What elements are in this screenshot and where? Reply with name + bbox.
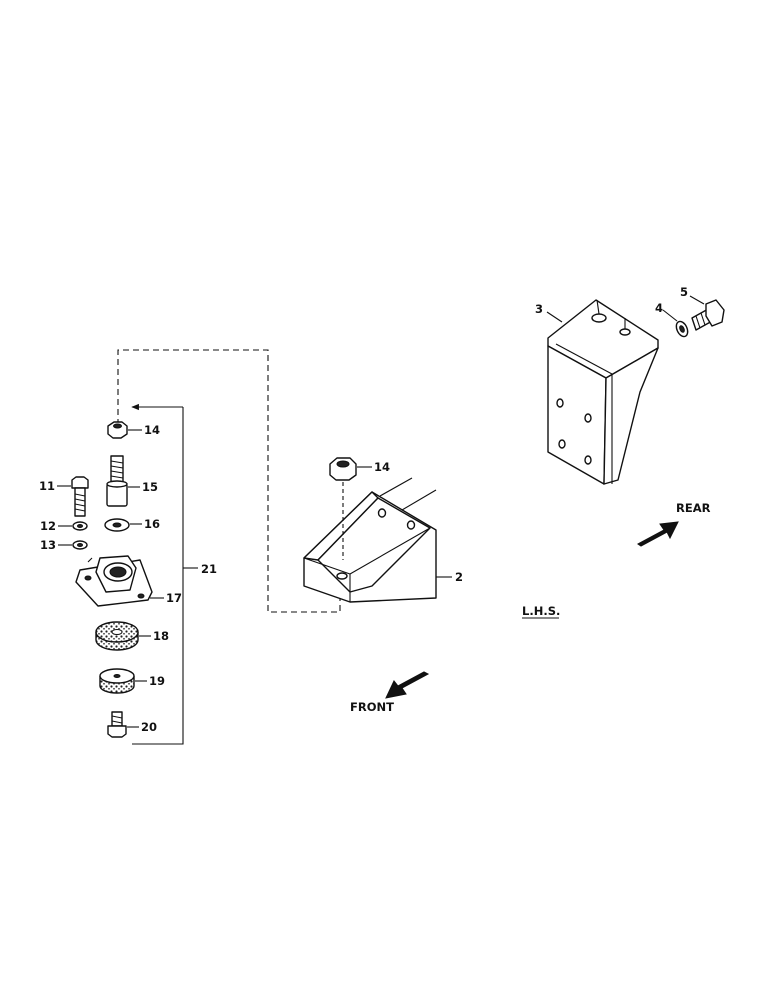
assembly-bracket-21: [131, 403, 198, 745]
rubber-mount-18: [95, 621, 139, 651]
bracket-3: [547, 299, 659, 485]
label-part-18: 18: [153, 629, 169, 643]
label-part-16: 16: [144, 517, 160, 531]
stud-15: [106, 455, 128, 507]
nut-14-right: [329, 457, 357, 481]
label-part-13: 13: [40, 538, 56, 552]
nut-14-left: [107, 421, 128, 439]
label-part-3: 3: [535, 302, 543, 316]
front-direction-label: FRONT: [350, 700, 394, 714]
label-part-5: 5: [680, 285, 688, 299]
bracket-2: [303, 477, 437, 603]
label-part-15: 15: [142, 480, 158, 494]
label-part-12: 12: [40, 519, 56, 533]
label-part-14-left: 14: [144, 423, 160, 437]
side-label: L.H.S.: [522, 604, 560, 618]
rear-arrow-icon: [637, 521, 679, 547]
label-part-2: 2: [455, 570, 463, 584]
rear-direction-label: REAR: [676, 501, 711, 515]
bolt-20: [107, 711, 127, 738]
label-part-14-right: 14: [374, 460, 390, 474]
label-part-11: 11: [39, 479, 55, 493]
washer-12: [72, 521, 88, 531]
bolt-11: [71, 476, 89, 517]
label-part-17: 17: [166, 591, 182, 605]
washer-13: [72, 540, 88, 550]
label-part-21: 21: [201, 562, 217, 576]
washer-16: [104, 518, 130, 532]
washer-4: [675, 320, 689, 338]
front-arrow-icon: [385, 671, 430, 699]
rubber-pad-19: [99, 668, 135, 694]
label-part-20: 20: [141, 720, 157, 734]
bolt-5: [691, 299, 725, 331]
label-part-4: 4: [655, 301, 663, 315]
mounting-base-17: [75, 555, 153, 607]
label-part-19: 19: [149, 674, 165, 688]
dashed-assembly-line: [117, 349, 341, 613]
